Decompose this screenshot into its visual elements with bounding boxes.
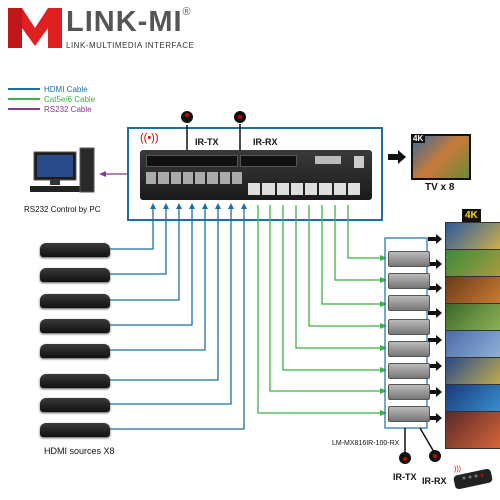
- rs232-port-icon: [315, 156, 341, 164]
- hdmi-source-device: [40, 294, 110, 308]
- pc-caption: RS232 Control by PC: [24, 205, 101, 214]
- brand-logo-icon: [8, 8, 62, 48]
- ir-rx-label-bottom: IR-RX: [422, 476, 447, 486]
- ir-rx-label-top: IR-RX: [253, 137, 278, 147]
- hdmi-port: [207, 172, 218, 184]
- rs232-swatch: [8, 108, 40, 110]
- hdbaset-receiver: [388, 295, 430, 311]
- cat-swatch: [8, 98, 40, 100]
- legend-item-hdmi: HDMI Cable: [8, 84, 95, 94]
- receiver-model-label: LM-MX816IR-100-RX: [332, 440, 400, 447]
- receiver-tv-arrows: [428, 234, 442, 423]
- hdmi-port: [231, 172, 242, 184]
- hdbaset-receiver: [388, 406, 430, 422]
- hdmi-source-device: [40, 319, 110, 333]
- rx-4k-badge: 4K: [462, 209, 481, 222]
- hdmi-port: [158, 172, 169, 184]
- hdmi-arrowheads: [150, 203, 247, 209]
- registered-mark: ®: [182, 6, 192, 18]
- tv-4k-badge: 4K: [411, 134, 426, 143]
- ir-remote-icon: ))): [453, 466, 493, 490]
- ir-tx-emitter-icon-bottom: [399, 452, 411, 464]
- hdmi-port: [182, 172, 193, 184]
- ir-tx-label-bottom: IR-TX: [393, 472, 417, 482]
- hdmi-input-ports: [146, 172, 242, 184]
- legend-item-cat: Cat5e/6 Cable: [8, 94, 95, 104]
- hdmi-port: [219, 172, 230, 184]
- hdmi-port: [170, 172, 181, 184]
- matrix-panel-mid: [240, 155, 297, 167]
- hdbaset-receiver: [388, 341, 430, 357]
- ir-rx-receiver-icon-bottom: [429, 450, 441, 462]
- hdmi-source-device: [40, 243, 110, 257]
- rs232-arrowhead: [99, 171, 106, 177]
- rj45-port: [333, 183, 346, 195]
- ir-tx-label-top: IR-TX: [195, 137, 219, 147]
- brand-name-text: LINK-MI: [66, 6, 183, 38]
- rj45-port: [319, 183, 332, 195]
- hdbaset-receiver: [388, 384, 430, 400]
- sources-caption: HDMI sources X8: [44, 446, 115, 456]
- hdmi-source-device: [40, 374, 110, 388]
- hdmi-input-lines: [110, 205, 245, 430]
- hdbaset-receiver: [388, 363, 430, 379]
- legend-item-rs232: RS232 Cable: [8, 104, 95, 114]
- rj45-port: [347, 183, 360, 195]
- rj45-port: [276, 183, 289, 195]
- ir-signal-icon: ((•)): [140, 132, 159, 144]
- ir-tx-emitter-icon: [181, 111, 193, 123]
- hdmi-port: [146, 172, 157, 184]
- tv-count-label: TV x 8: [425, 182, 455, 193]
- brand-subtitle: LINK-MULTIMEDIA INTERFACE: [66, 41, 195, 50]
- matrix-panel-left: [146, 155, 238, 167]
- receiver-tv-screen: [445, 411, 500, 449]
- hdmi-port: [195, 172, 206, 184]
- hdbaset-receiver: [388, 273, 430, 289]
- ir-rx-receiver-icon: [234, 111, 246, 123]
- legend-label-hdmi: HDMI Cable: [44, 84, 88, 94]
- rj45-port: [290, 183, 303, 195]
- legend-label-cat: Cat5e/6 Cable: [44, 94, 96, 104]
- svg-text:))): ))): [454, 466, 461, 473]
- ir-rx-cable-bottom: [419, 427, 435, 453]
- cat-output-lines: [257, 205, 383, 414]
- rj45-output-ports: [248, 183, 360, 195]
- hdmi-source-device: [40, 344, 110, 358]
- cat-arrowheads: [380, 255, 387, 416]
- brand-name: LINK-MI®: [66, 6, 192, 39]
- hdmi-source-device: [40, 423, 110, 437]
- pc-icon: [30, 147, 95, 193]
- legend-label-rs232: RS232 Cable: [44, 104, 92, 114]
- hdbaset-receiver: [388, 251, 430, 267]
- rj45-port: [305, 183, 318, 195]
- cable-legend: HDMI Cable Cat5e/6 Cable RS232 Cable: [8, 84, 95, 114]
- hdmi-swatch: [8, 88, 40, 90]
- tv-arrow: [388, 150, 406, 164]
- rj45-port: [248, 183, 261, 195]
- hdmi-matrix-switch: [140, 150, 372, 200]
- hdmi-source-device: [40, 268, 110, 282]
- rj45-port: [262, 183, 275, 195]
- power-port-icon: [354, 156, 364, 168]
- hdmi-source-device: [40, 398, 110, 412]
- hdbaset-receiver: [388, 319, 430, 335]
